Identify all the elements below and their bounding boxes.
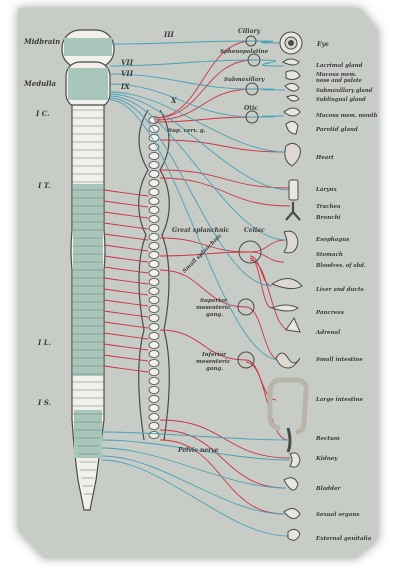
- cranial-nerve-vii-lower-label: VII: [121, 69, 134, 78]
- kidney-icon: [290, 453, 300, 467]
- chain-ganglion-bead: [149, 333, 159, 340]
- chain-ganglion-bead: [149, 180, 159, 187]
- inferior-mesenteric-line-2: mesenteric: [196, 359, 231, 365]
- sublingual-label: Sublingual gland: [316, 97, 366, 103]
- midbrain-band: [64, 38, 112, 56]
- great-splanchnic-label: Great splanchnic: [172, 227, 230, 234]
- adrenal-label: Adrenal: [315, 330, 340, 336]
- pelvic-nerve-label: Pelvic nerve: [177, 447, 219, 454]
- chain-ganglion-bead: [149, 171, 159, 178]
- trachea-label: Trachea: [316, 204, 341, 210]
- chain-ganglion-bead: [149, 270, 159, 277]
- midbrain-label: Midbrain: [23, 37, 60, 46]
- ciliary-label: Ciliary: [238, 28, 261, 35]
- cranial-nerve-ix-label: IX: [120, 82, 130, 91]
- chain-ganglion-bead: [149, 153, 159, 160]
- inferior-mesenteric-line-1: Inferior: [201, 352, 227, 358]
- chain-ganglion-bead: [149, 162, 159, 169]
- inferior-mesenteric-line-3: gang.: [206, 366, 223, 372]
- sacral-band: [74, 410, 102, 458]
- thoracolumbar-band: [73, 184, 103, 376]
- superior-mesenteric-line-2: mesenteric: [196, 305, 231, 311]
- mucous-nose-label: Mucous mem. nose and palate: [315, 72, 363, 84]
- parotid-label: Parotid gland: [315, 127, 358, 133]
- pancreas-label: Pancreas: [315, 310, 344, 316]
- cervical-label: I C.: [35, 109, 50, 118]
- cranial-nerve-x-label: X: [170, 96, 177, 105]
- chain-ganglion-bead: [149, 279, 159, 286]
- cranial-nerve-vii-label: VII: [121, 58, 134, 67]
- chain-ganglion-bead: [149, 396, 159, 403]
- mucous-mouth-label: Mucous mem. mouth: [315, 113, 378, 119]
- chain-ganglion-bead: [149, 144, 159, 151]
- chain-ganglion-bead: [149, 216, 159, 223]
- chain-ganglion-bead: [149, 315, 159, 322]
- bloodves-label: Bloodves. of abd.: [315, 263, 366, 269]
- thoracic-label: I T.: [37, 181, 50, 190]
- submaxillary-gland-label: Submaxillary gland: [316, 88, 373, 94]
- chain-ganglion-bead: [149, 252, 159, 259]
- chain-ganglion-bead: [149, 387, 159, 394]
- chain-ganglion-bead: [149, 378, 159, 385]
- small-intestine-label: Small intestine: [316, 357, 363, 363]
- sup-cerv-label: Sup. cerv. g.: [168, 128, 206, 134]
- chain-ganglion-bead: [149, 306, 159, 313]
- cranial-nerve-iii-label: III: [163, 30, 175, 39]
- sphenopalatine-label: Sphenopalatine: [220, 49, 269, 55]
- otic-label: Otic: [244, 105, 258, 112]
- chain-ganglion-bead: [149, 342, 159, 349]
- bladder-label: Bladder: [315, 486, 341, 492]
- chain-ganglion-bead: [149, 126, 159, 133]
- sacral-label: I S.: [37, 398, 51, 407]
- genitalia-label: External genitalia: [315, 536, 372, 542]
- superior-mesenteric-line-3: gang.: [206, 312, 223, 318]
- chain-ganglion-bead: [149, 207, 159, 214]
- chain-ganglion-bead: [149, 414, 159, 421]
- eye-icon: [280, 32, 302, 54]
- chain-ganglion-bead: [149, 225, 159, 232]
- superior-mesenteric-line-1: Superior: [200, 298, 228, 304]
- chain-ganglion-bead: [149, 288, 159, 295]
- mucous-nose-line-2: nose and palate: [316, 78, 363, 84]
- bronchi-label: Bronchi: [315, 215, 341, 221]
- celiac-label: Celiac: [244, 227, 265, 234]
- chain-ganglion-bead: [149, 243, 159, 250]
- chain-ganglion-bead: [149, 369, 159, 376]
- eye-label: Eye: [316, 41, 329, 48]
- submaxillary-label: Submaxillary: [224, 77, 265, 83]
- liver-label: Liver and ducts: [315, 287, 364, 293]
- chain-ganglion-bead: [149, 351, 159, 358]
- large-intestine-label: Large intestine: [315, 397, 363, 403]
- rectum-label: Rectum: [315, 436, 340, 442]
- chain-ganglion-bead: [149, 198, 159, 205]
- chain-ganglion-bead: [149, 297, 159, 304]
- heart-label: Heart: [315, 155, 334, 161]
- lumbar-label: I L.: [37, 338, 51, 347]
- chain-ganglion-bead: [149, 423, 159, 430]
- chain-ganglion-bead: [149, 324, 159, 331]
- chain-ganglion-bead: [149, 189, 159, 196]
- sexual-organs-label: Sexual organs: [316, 512, 359, 518]
- chain-ganglion-bead: [149, 405, 159, 412]
- medulla-band: [68, 68, 108, 100]
- kidney-label: Kidney: [315, 456, 338, 462]
- stomach-label: Stomach: [316, 252, 343, 258]
- larynx-label: Larynx: [315, 187, 338, 193]
- medulla-label: Medulla: [23, 79, 57, 88]
- chain-ganglion-bead: [149, 234, 159, 241]
- esophagus-label: Esophagus: [315, 237, 349, 243]
- lacrimal-label: Lacrimal gland: [315, 63, 363, 69]
- chain-ganglion-bead: [149, 432, 159, 439]
- chain-ganglion-bead: [149, 261, 159, 268]
- chain-ganglion-bead: [149, 360, 159, 367]
- larynx-icon: [289, 180, 298, 200]
